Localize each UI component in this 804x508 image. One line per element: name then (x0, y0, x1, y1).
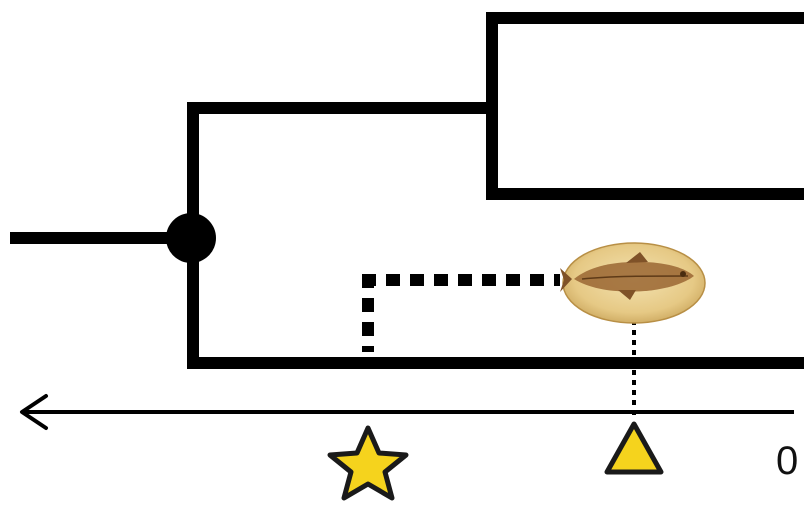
arrow-left-icon (20, 394, 48, 430)
axis-zero-label: 0 (776, 439, 798, 483)
triangle-icon (604, 421, 664, 475)
star-icon (327, 425, 409, 501)
node-dot-icon (166, 213, 216, 263)
fish-fossil-icon (560, 242, 706, 324)
